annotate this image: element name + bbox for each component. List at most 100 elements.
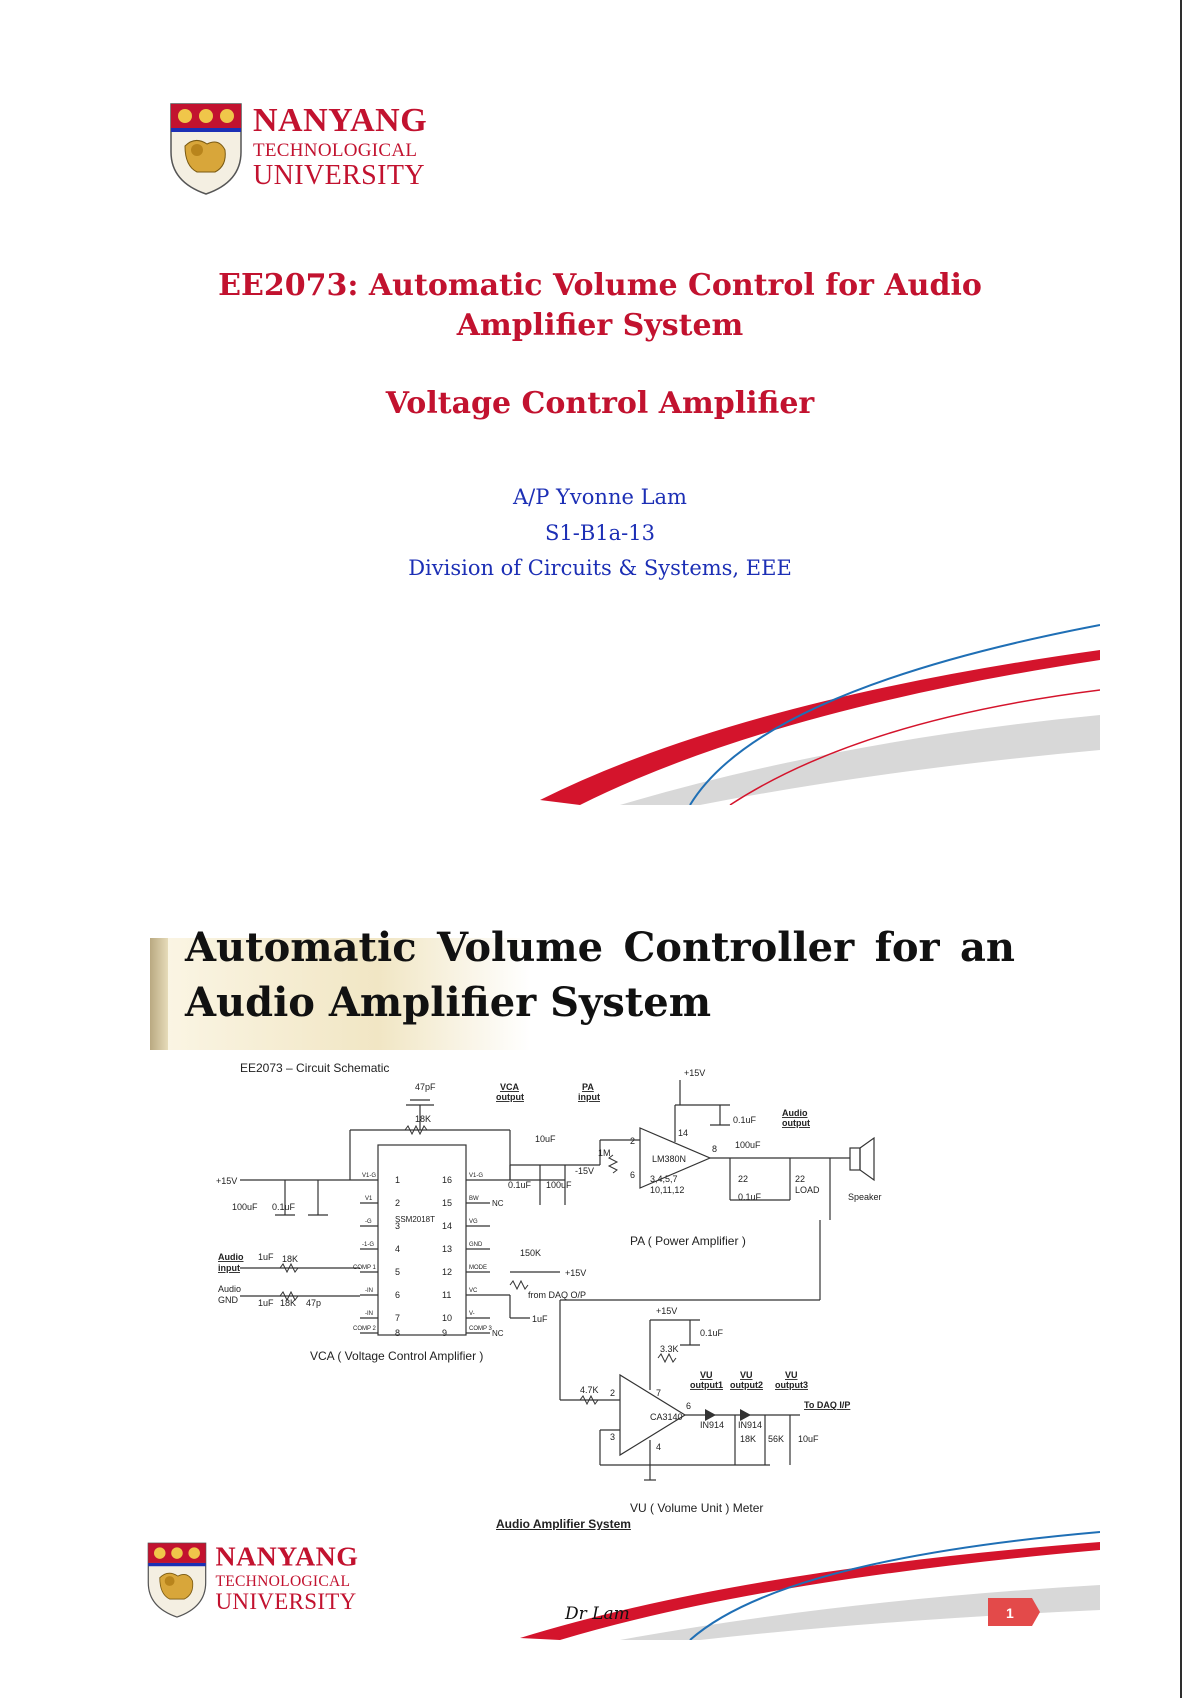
vca-pin-right: 14: [442, 1221, 452, 1231]
label-c47p: 47pF: [415, 1082, 436, 1092]
label-chip-pa: LM380N: [652, 1154, 686, 1164]
vca-pin-name: GND: [469, 1242, 483, 1248]
label-chip-vu: CA3140: [650, 1412, 683, 1422]
vca-pin-left: 4: [395, 1244, 400, 1254]
slide-title-word: Automatic: [185, 924, 417, 971]
vca-pin-name: V1-G: [469, 1173, 483, 1179]
pa-pin: 2: [630, 1136, 635, 1146]
label-c01-pa: 0.1uF: [733, 1115, 757, 1125]
label-c100-vca: 100uF: [232, 1202, 258, 1212]
label-r33k: 3.3K: [660, 1344, 679, 1354]
label-load: LOAD: [795, 1185, 820, 1195]
label-d1: IN914: [700, 1420, 724, 1430]
logo-line-1: NANYANG: [253, 102, 428, 139]
vca-pin-right: 16: [442, 1175, 452, 1185]
author-division: Division of Circuits & Systems, EEE: [408, 556, 792, 580]
logo-line-3: UNIVERSITY: [215, 1589, 357, 1615]
label-c1u-c: 1uF: [532, 1314, 548, 1324]
label-pins-pa: 3,4,5,7: [650, 1174, 678, 1184]
label-audio-gnd2: GND: [218, 1295, 239, 1305]
ntu-logo-footer: NANYANG TECHNOLOGICAL UNIVERSITY: [145, 1540, 358, 1619]
vca-pin-left: 7: [395, 1313, 400, 1323]
label-c01-vu: 0.1uF: [700, 1328, 724, 1338]
vu-pin: 7: [656, 1388, 661, 1398]
slide-title-line-2: Audio Amplifier System: [185, 979, 712, 1026]
label-c01-pa2: 0.1uF: [738, 1192, 762, 1202]
logo-line-1: NANYANG: [215, 1541, 359, 1572]
slide-title-word: Controller: [623, 924, 855, 971]
vu-pin: 3: [610, 1432, 615, 1442]
schematic-resistors: [279, 1124, 677, 1406]
vca-pin-name: VC: [469, 1288, 478, 1294]
label-pa-block: PA ( Power Amplifier ): [630, 1234, 746, 1248]
label-to-daq: To DAQ I/P: [804, 1400, 850, 1410]
label-r18k-vu: 18K: [740, 1434, 756, 1444]
label-c10u: 10uF: [535, 1134, 556, 1144]
vca-pin-left: 8: [395, 1328, 400, 1338]
label-r150k: 150K: [520, 1248, 541, 1258]
label-r18k-b: 18K: [282, 1254, 298, 1264]
decorative-swoosh-bottom: [520, 1531, 1100, 1640]
label-c01-mid: 0.1uF: [508, 1180, 532, 1190]
label-pa-input2: input: [578, 1092, 600, 1102]
page-badge-icon: [988, 1598, 1040, 1626]
vca-pin-name: COMP 2: [353, 1326, 377, 1332]
vca-pin-left: 3: [395, 1221, 400, 1231]
pa-amplifier: [639, 1127, 712, 1189]
vca-pin-left: 1: [395, 1175, 400, 1185]
label-r1m: 1M: [598, 1148, 611, 1158]
vca-pin-name: COMP 3: [469, 1326, 493, 1332]
vca-pin-name: V1-G: [362, 1173, 376, 1179]
page-edge: [1180, 0, 1182, 1698]
vca-pin-right: 12: [442, 1267, 452, 1277]
label-p15-vu: +15V: [656, 1306, 677, 1316]
label-r22b: 22: [795, 1174, 805, 1184]
logo-line-3: UNIVERSITY: [253, 160, 425, 191]
slide-title-word: Volume: [436, 924, 604, 971]
cover-title-line-1: EE2073: Automatic Volume Control for Aud…: [218, 268, 982, 303]
slide-title-word: an: [959, 924, 1015, 971]
vca-pin-right: 10: [442, 1313, 452, 1323]
vca-pin-right: 15: [442, 1198, 452, 1208]
label-vu1: VU: [700, 1370, 713, 1380]
vca-pin-left: 2: [395, 1198, 400, 1208]
label-c100-mid: 100uF: [546, 1180, 572, 1190]
ntu-crest-icon: [147, 1542, 207, 1618]
label-r22a: 22: [738, 1174, 748, 1184]
label-p15-mid: +15V: [565, 1268, 586, 1278]
label-r47k: 4.7K: [580, 1385, 599, 1395]
label-chip-vca: SSM2018T: [395, 1215, 435, 1224]
vca-pin-left: 5: [395, 1267, 400, 1277]
author-name: A/P Yvonne Lam: [513, 485, 687, 509]
ntu-logo: NANYANG TECHNOLOGICAL UNIVERSITY: [167, 100, 427, 196]
logo-line-2: TECHNOLOGICAL: [215, 1572, 351, 1591]
label-nc2: NC: [492, 1329, 504, 1338]
label-vu3: VU: [785, 1370, 798, 1380]
schematic-caption: Audio Amplifier System: [496, 1517, 631, 1530]
label-nc1: NC: [492, 1199, 504, 1208]
vca-chip: [377, 1144, 467, 1336]
label-audio-out: Audio: [782, 1108, 808, 1118]
schematic-heading: EE2073 – Circuit Schematic: [240, 1061, 389, 1075]
vu-opamp: [619, 1373, 687, 1457]
cover-title: EE2073: Automatic Volume Control for Aud…: [0, 266, 1200, 346]
vca-pin-name: -1-G: [362, 1242, 374, 1248]
pa-pin: 14: [678, 1128, 688, 1138]
label-c01-vca: 0.1uF: [272, 1202, 296, 1212]
vca-pin-right: 11: [442, 1290, 451, 1300]
vca-pin-name: -IN: [365, 1311, 373, 1317]
slide-title-word: for: [874, 924, 940, 971]
label-c1u-a: 1uF: [258, 1252, 274, 1262]
vca-pin-right: 13: [442, 1244, 452, 1254]
label-audio-out2: output: [782, 1118, 810, 1128]
slide-title-line-1: Automatic Volume Controller for an: [185, 920, 1015, 975]
vca-pin-name: COMP 1: [353, 1265, 377, 1271]
label-audio-gnd: Audio: [218, 1284, 241, 1294]
title-highlight: [150, 938, 530, 1050]
vu-pin: 4: [656, 1442, 661, 1452]
ntu-crest-icon: [170, 103, 242, 195]
title-highlight-edge: [150, 938, 168, 1050]
label-vu-block: VU ( Volume Unit ) Meter: [630, 1501, 763, 1515]
vca-pin-numbers: 1 2 3 4 5 6 7 8 16 15 14 13 12 11 10 9: [395, 1175, 452, 1338]
logo-line-2: TECHNOLOGICAL: [253, 140, 418, 161]
